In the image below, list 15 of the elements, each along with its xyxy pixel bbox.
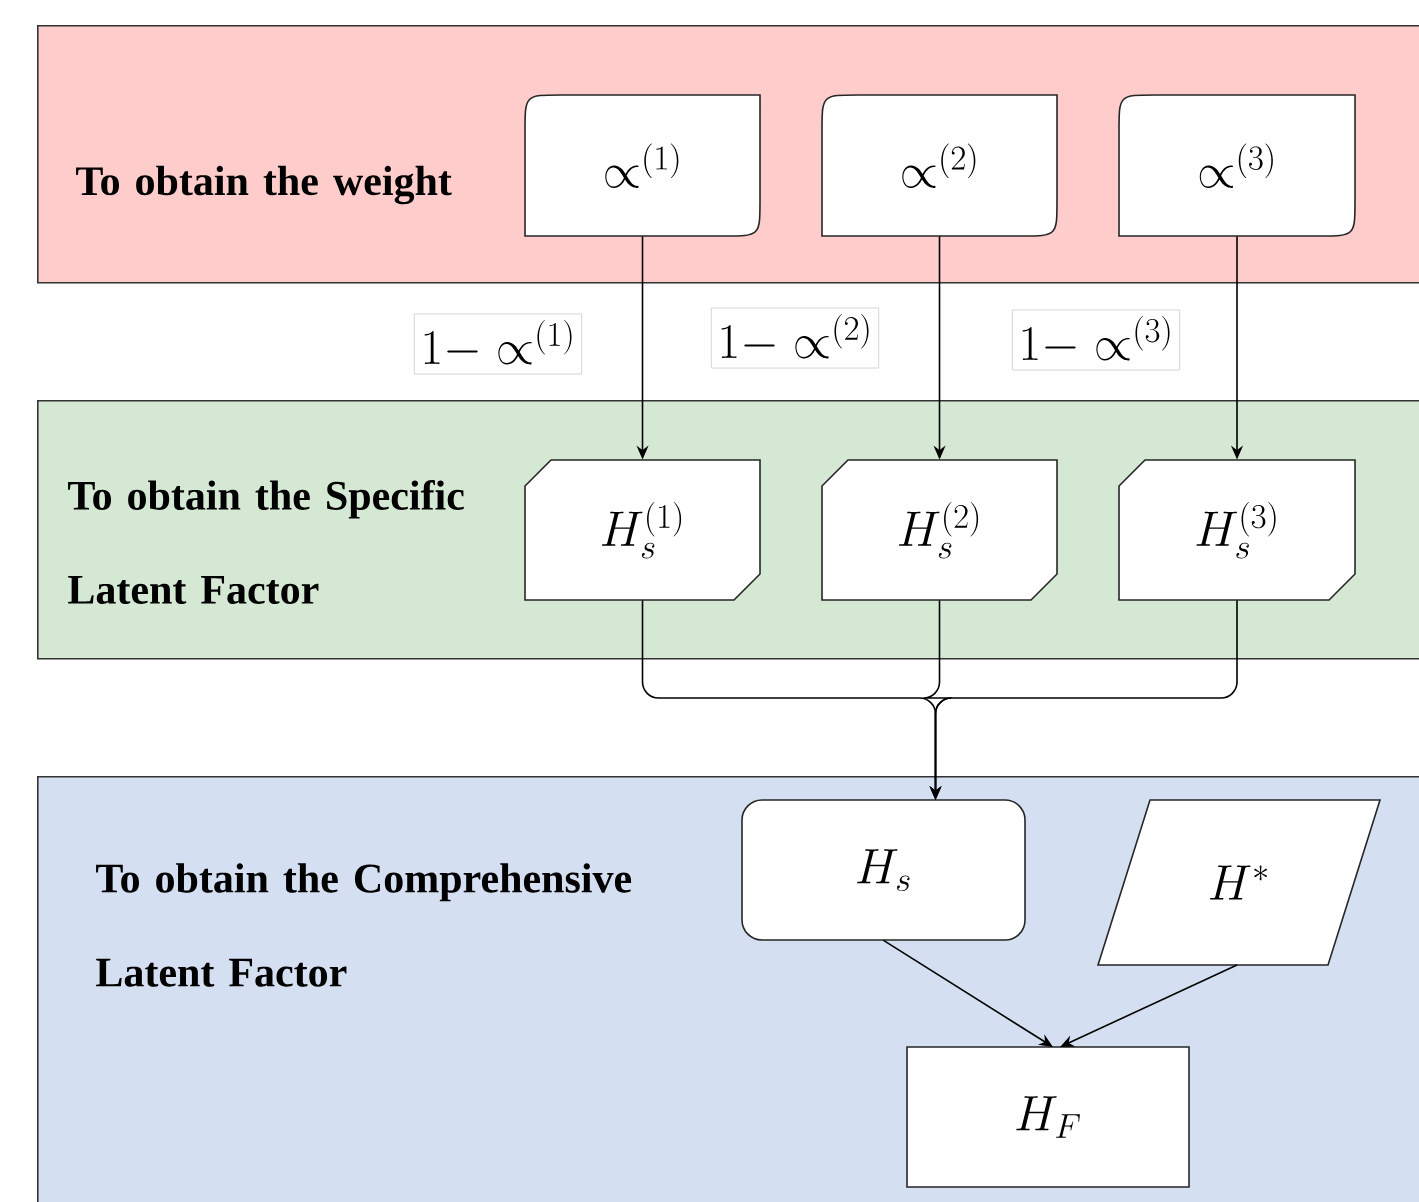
factor-box: $H_s^{(3)}$ xyxy=(1118,459,1356,601)
edge-label: $1-\propto^{(2)}$ xyxy=(710,307,880,369)
factor-box: $H_s^{(2)}$ xyxy=(821,459,1058,601)
process-box: $H_F$ xyxy=(906,1046,1190,1188)
weight-box: $\propto^{(2)}$ xyxy=(821,94,1058,237)
edge-label: $1-\propto^{(3)}$ xyxy=(1011,309,1181,371)
band-heading: To obtain the Comprehensive Latent Factor xyxy=(96,863,632,987)
weight-box: $\propto^{(1)}$ xyxy=(524,94,761,237)
band-heading: To obtain the Specific Latent Factor xyxy=(68,480,464,604)
factor-box: $H_s^{(1)}$ xyxy=(524,459,761,601)
band-heading: To obtain the weight xyxy=(76,165,452,205)
arrow xyxy=(882,939,1053,1047)
rounded-box: $H_s$ xyxy=(741,799,1026,941)
weight-box: $\propto^{(3)}$ xyxy=(1118,94,1356,237)
edge-label: $1-\propto^{(1)}$ xyxy=(413,313,583,375)
